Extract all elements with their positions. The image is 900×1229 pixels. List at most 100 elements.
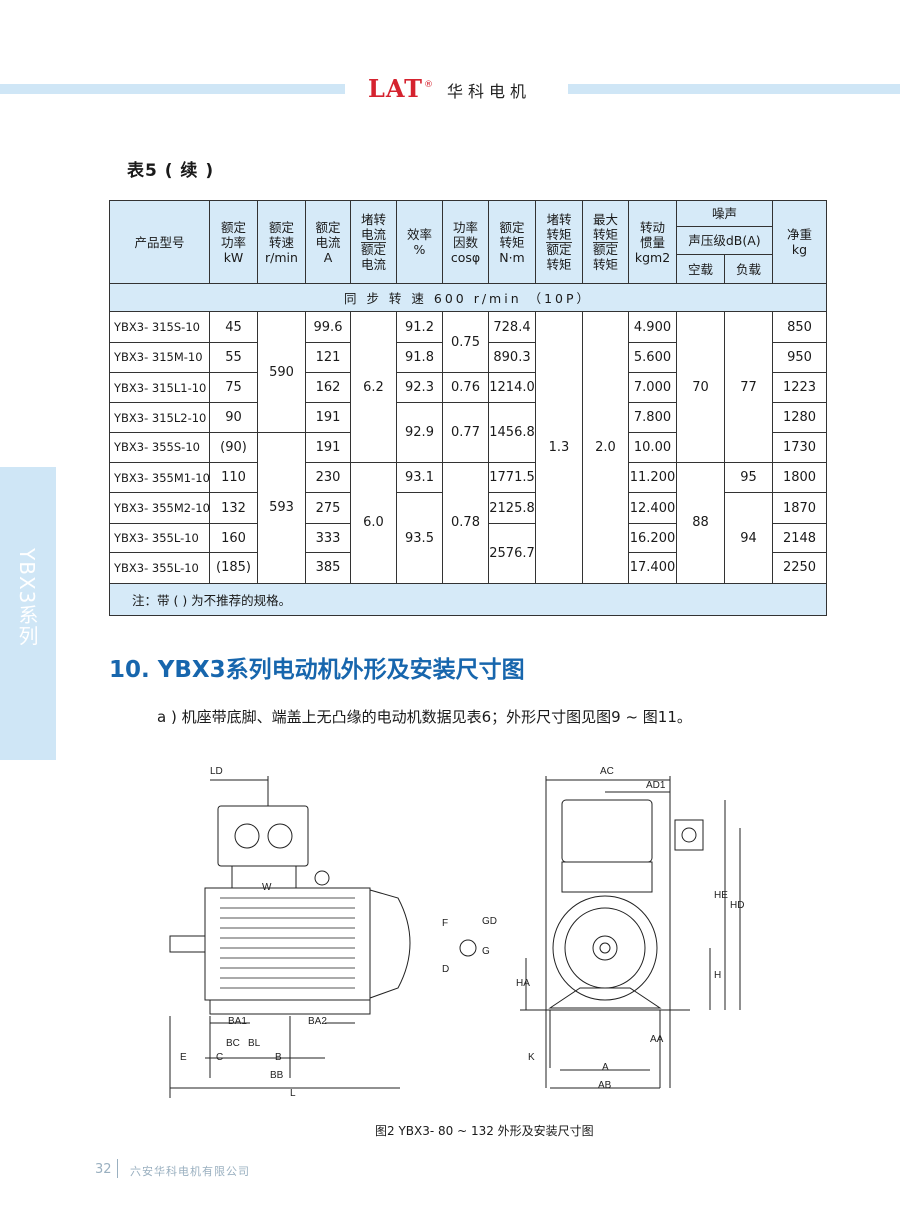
dim-ad1: AD1 [646, 780, 666, 791]
cell-weight: 2250 [772, 552, 828, 584]
cell-current: 230 [305, 462, 351, 494]
shaft-icon [592, 935, 618, 961]
cell-weight: 1800 [772, 462, 828, 494]
motor-dimension-drawing: LD W BA1 BA2 BC BL E C B BB L AC AD1 F G… [169, 766, 744, 1099]
cell-weight: 1870 [772, 492, 828, 524]
speed-banner: 同 步 转 速 600 r/min （10P） [108, 282, 828, 313]
cell-locked-torque: 1.3 [535, 311, 583, 584]
cell-locked-current: 6.0 [350, 462, 397, 584]
cell-efficiency: 93.5 [396, 492, 443, 584]
table-row: YBX3- 355M1-10 110 230 6.0 93.1 0.78 177… [109, 462, 828, 584]
cell-power: 110 [209, 462, 258, 494]
cell-current: 99.6 [305, 311, 351, 343]
cell-torque: 728.4 [488, 311, 536, 343]
gland-icon [681, 827, 697, 843]
dim-gd: GD [482, 916, 497, 927]
cell-speed: 590 [257, 311, 306, 433]
dim-bl: BL [248, 1038, 261, 1049]
table-row: YBX3- 315S-10 45 590 99.6 6.2 91.2 0.75 … [109, 311, 828, 584]
cell-power-factor: 0.76 [442, 372, 489, 404]
front-view [459, 776, 741, 1089]
footer-company: 六安华科电机有限公司 [130, 1165, 250, 1178]
cell-weight: 1730 [772, 431, 828, 464]
cell-torque: 1771.5 [488, 462, 536, 494]
dim-c: C [216, 1052, 223, 1063]
cell-current: 275 [305, 492, 351, 524]
col-model: 产品型号 [109, 200, 210, 284]
dim-b: B [275, 1052, 282, 1063]
cell-max-torque: 2.0 [582, 311, 629, 584]
dim-a: A [602, 1062, 609, 1073]
cell-model: YBX3- 355S-10 [109, 431, 210, 464]
dim-e: E [180, 1052, 187, 1063]
cell-current: 191 [305, 402, 351, 433]
page-number: 32 [95, 1162, 112, 1177]
cell-power: 55 [209, 341, 258, 374]
cell-current: 162 [305, 372, 351, 404]
col-max-torque: 最大转矩额定转矩 [582, 200, 629, 284]
cell-power: (90) [209, 431, 258, 464]
cell-inertia: 11.200 [628, 462, 677, 494]
cell-speed: 593 [257, 431, 306, 584]
col-noise: 噪声 [675, 200, 774, 227]
dim-f: F [442, 918, 448, 929]
side-tab-label: YBX3系列 [15, 548, 39, 647]
cell-efficiency: 92.9 [396, 402, 443, 464]
side-view [169, 776, 411, 1098]
table-title: 表5 ( 续 ) [127, 161, 215, 181]
cell-power: 132 [209, 492, 258, 524]
cell-power: 75 [209, 372, 258, 404]
dim-aa: AA [650, 1034, 664, 1045]
table-row: YBX3- 355M2-10 132 275 93.5 2125.8 12.40… [109, 492, 828, 584]
lifting-eye-icon [314, 870, 330, 886]
dim-d: D [442, 964, 449, 975]
dim-ac: AC [600, 766, 614, 777]
cell-power-factor: 0.77 [442, 402, 489, 464]
table-row: YBX3- 355L-10 (185) 385 17.400 2250 [109, 552, 828, 584]
cell-power: (185) [209, 552, 258, 584]
cell-weight: 950 [772, 341, 828, 374]
cell-inertia: 5.600 [628, 341, 677, 374]
dim-k: K [528, 1052, 535, 1063]
table-row: YBX3- 315M-10 55 121 91.8 890.3 5.600 95… [109, 341, 828, 374]
dim-w: W [262, 882, 272, 893]
cell-efficiency: 91.8 [396, 341, 443, 374]
dim-he: HE [714, 890, 728, 901]
table-note: 注：带 ( ) 为不推荐的规格。 [108, 582, 828, 617]
cell-inertia: 16.200 [628, 522, 677, 554]
dim-ba2: BA2 [308, 1016, 327, 1027]
cell-current: 191 [305, 431, 351, 464]
cell-weight: 1280 [772, 402, 828, 433]
cell-inertia: 10.00 [628, 431, 677, 464]
dim-g: G [482, 946, 490, 957]
cell-torque: 1456.8 [488, 402, 536, 464]
cell-model: YBX3- 355L-10 [109, 522, 210, 554]
brand-logo: LAT [368, 74, 424, 103]
brand: LAT ® 华科电机 [368, 74, 531, 103]
figure-caption: 图2 YBX3- 80 ~ 132 外形及安装尺寸图 [375, 1124, 594, 1138]
cell-power-factor: 0.78 [442, 462, 489, 584]
dim-l: L [290, 1088, 296, 1099]
cell-efficiency: 92.3 [396, 372, 443, 404]
cell-model: YBX3- 355L-10 [109, 552, 210, 584]
cell-model: YBX3- 355M2-10 [109, 492, 210, 524]
cell-power: 90 [209, 402, 258, 433]
col-noise-load: 负载 [723, 254, 774, 284]
cell-inertia: 17.400 [628, 552, 677, 584]
section-subtitle: a ) 机座带底脚、端盖上无凸缘的电动机数据见表6；外形尺寸图见图9 ~ 图11… [157, 708, 692, 726]
cell-torque: 1214.0 [488, 372, 536, 404]
dim-ba1: BA1 [228, 1016, 247, 1027]
dim-ha: HA [516, 978, 530, 989]
cell-weight: 850 [772, 311, 828, 343]
terminal-gland-icon [234, 823, 260, 849]
dim-ld: LD [210, 766, 223, 777]
cell-inertia: 7.000 [628, 372, 677, 404]
table-row: YBX3- 355S-10 (90) 593 191 10.00 1730 [109, 431, 828, 584]
